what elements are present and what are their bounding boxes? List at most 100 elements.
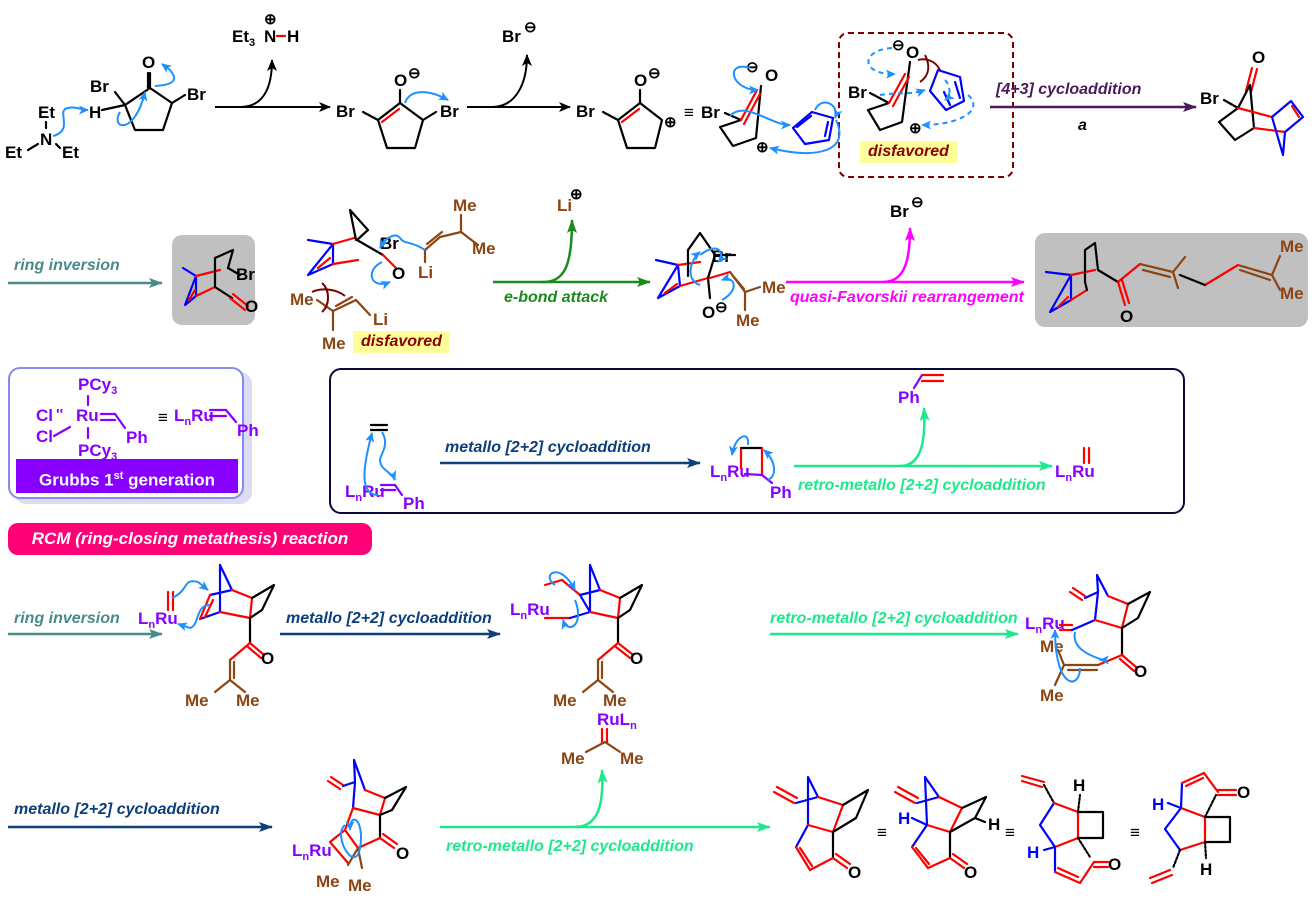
triethylammonium: Et3 N ⊕ H	[232, 11, 299, 49]
atom-ln: LnRu	[710, 462, 750, 484]
atom-br: Br	[187, 85, 206, 104]
disfavored-approach: Br O ⊖ ⊕	[848, 37, 975, 137]
atom-li: Li	[418, 263, 433, 282]
atom-o: O	[394, 71, 407, 90]
atom-o: O	[1237, 783, 1250, 802]
byproduct-arrow	[899, 407, 930, 468]
atom-br: Br	[701, 103, 720, 122]
organolithium-attack: Br O Me Me Li	[306, 196, 496, 290]
equiv-symbol: ≡	[1005, 823, 1015, 842]
bromide: Br ⊖	[890, 194, 924, 221]
atom-me: Me	[1280, 284, 1304, 303]
atom-me: Me	[348, 876, 372, 895]
byproduct-arrow	[491, 54, 532, 108]
bicyclic-bromoketone: Br O	[181, 248, 258, 316]
atom-o: O	[906, 43, 919, 62]
atom-rul: RuLn	[597, 710, 637, 732]
atom-o: O	[396, 844, 409, 863]
hash-bond: ''	[56, 406, 63, 423]
ring-opened-carbene: LnRu O Me Me	[1025, 573, 1152, 705]
atom-h: H	[89, 103, 101, 122]
charge-minus: ⊖	[746, 59, 759, 76]
atom-me: Me	[603, 691, 627, 710]
atom-o: O	[392, 264, 405, 283]
grubbs-catalyst-structure: PCy3 Cl '' Ru Cl Ph PCy3	[36, 375, 148, 463]
atom-me: Me	[290, 290, 314, 309]
rcm-banner-label: RCM (ring-closing metathesis) reaction	[31, 529, 349, 548]
final-ruthenacycle: LnRu O Me Me	[292, 758, 409, 895]
atom-me: Me	[1280, 237, 1304, 256]
atom-et: Et	[38, 103, 55, 122]
carbene-diene-complex: LnRu O Me Me	[138, 563, 276, 710]
arrow-label-cycloaddition: [4+3] cycloaddition	[995, 81, 1142, 98]
atom-ln: LnRu	[510, 600, 550, 622]
disfavored-badge-1: disfavored	[860, 141, 957, 163]
arrow-label-ring-inversion: ring inversion	[14, 257, 120, 274]
atom-o: O	[245, 297, 258, 316]
charge-plus: ⊕	[570, 186, 583, 203]
atom-ln: LnRu	[1025, 614, 1065, 636]
arrow-label-ebond: e-bond attack	[504, 289, 609, 306]
ruthenium-methylidene: LnRu	[1055, 446, 1095, 484]
charge-minus: ⊖	[892, 37, 905, 54]
final-product-1: O	[772, 775, 870, 882]
atom-n: N	[40, 130, 52, 149]
charge-minus: ⊖	[408, 65, 421, 82]
charge-minus: ⊖	[911, 194, 924, 211]
atom-me: Me	[322, 334, 346, 353]
ligand-pcy3: PCy3	[78, 375, 117, 397]
atom-n: N	[264, 27, 276, 46]
charge-plus: ⊕	[664, 114, 677, 131]
byproduct-arrow	[574, 769, 608, 829]
atom-h: H	[1073, 776, 1085, 795]
atom-o: O	[634, 71, 647, 90]
atom-ph: Ph	[403, 494, 425, 513]
atom-o: O	[964, 863, 977, 882]
atom-h: H	[1152, 795, 1164, 814]
atom-o: O	[848, 863, 861, 882]
charge-plus: ⊕	[264, 11, 277, 28]
charge-minus: ⊖	[715, 299, 728, 316]
atom-ln: LnRu	[345, 482, 385, 504]
equiv-symbol: ≡	[684, 103, 694, 122]
atom-li: Li	[373, 310, 388, 329]
atom-me: Me	[561, 749, 585, 768]
bromide: Br ⊖	[502, 19, 537, 46]
equiv-symbol: ≡	[1130, 823, 1140, 842]
grubbs-banner-prefix: Grubbs 1	[38, 470, 114, 490]
atom-br: Br	[576, 102, 595, 121]
ethylene-and-carbene: LnRu Ph	[345, 423, 425, 513]
atom-cl: Cl	[36, 406, 53, 425]
rcm-banner: RCM (ring-closing metathesis) reaction	[8, 523, 372, 555]
atom-br: Br	[848, 83, 867, 102]
atom-cl: Cl	[36, 427, 53, 446]
oxyallyl-3d-with-diene: Br O ⊖ ⊕	[701, 59, 843, 156]
highlight-box-ketone	[172, 235, 255, 325]
atom-ph: Ph	[770, 483, 792, 502]
styrene: Ph	[898, 373, 945, 407]
atom-ln: LnRu	[174, 406, 214, 428]
atom-ph: Ph	[898, 388, 920, 407]
atom-me: Me	[736, 311, 760, 330]
atom-me: Me	[472, 239, 496, 258]
grubbs-banner-suffix: generation catalyst	[95, 470, 216, 524]
grubbs-banner-sup: st	[113, 470, 124, 482]
arrow-label-metallo: metallo [2+2] cycloaddition	[286, 610, 492, 627]
atom-h: H	[287, 27, 299, 46]
byproduct-arrow	[239, 59, 277, 108]
atom-o: O	[1120, 307, 1133, 326]
grubbs-banner: Grubbs 1st generation catalyst	[16, 459, 238, 524]
atom-o: O	[630, 649, 643, 668]
atom-me: Me	[453, 196, 477, 215]
arrow-label-metallo: metallo [2+2] cycloaddition	[445, 439, 651, 456]
atom-o: O	[1108, 855, 1121, 874]
atom-me: Me	[1040, 686, 1064, 705]
atom-ln: LnRu	[138, 609, 178, 631]
atom-br: Br	[890, 202, 909, 221]
atom-h: H	[898, 809, 910, 828]
byproduct-arrow	[542, 219, 577, 284]
atom-o: O	[142, 53, 155, 72]
final-product-3: H O H	[1020, 774, 1121, 885]
atom-li: Li	[557, 196, 572, 215]
